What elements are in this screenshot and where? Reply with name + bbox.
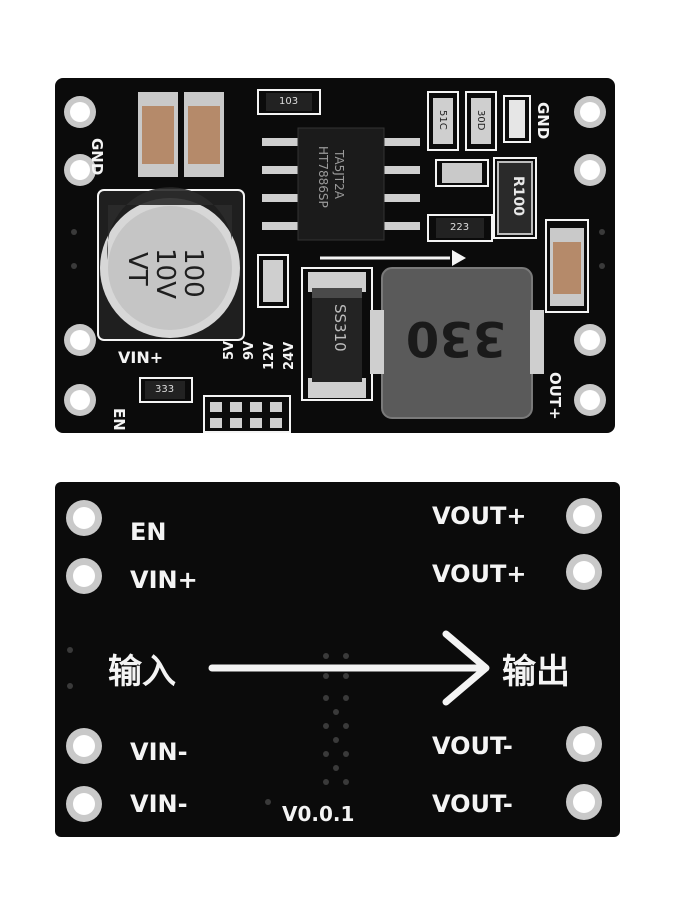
bottom-pcb-substrate: [55, 482, 620, 837]
capacitor-marking-line1: 100: [178, 248, 208, 298]
resistor-30d-outline: [465, 91, 497, 151]
top-label-out-plus: OUT+: [546, 372, 564, 420]
top-right-castellated-pads: [574, 96, 606, 416]
diode-ss310: [301, 267, 373, 401]
resistor-30d: [471, 98, 491, 144]
small-cap: [442, 163, 482, 183]
bottom-label-output: 输出: [502, 652, 570, 692]
bottom-label-vout-plus-1: VOUT+: [432, 502, 527, 530]
top-pcb-graphic: [55, 78, 615, 433]
inductor-marking: 330: [405, 310, 506, 366]
resistor-333-outline: [139, 377, 193, 403]
ic-chip: [262, 127, 420, 241]
ceramic-capacitor-pair: [138, 92, 224, 177]
resistor-103-code: 103: [279, 96, 299, 107]
shunt-r100-code: R100: [510, 176, 526, 217]
resistor-223-code: 223: [450, 222, 470, 233]
bottom-pcb-board: EN VIN+ VIN- VIN- VOUT+ VOUT+ VOUT- VOUT…: [0, 450, 675, 900]
top-left-castellated-pads: [64, 96, 96, 416]
top-label-gnd-left: GND: [88, 138, 106, 176]
bottom-label-vin-minus-1: VIN-: [130, 738, 188, 766]
bottom-right-castellated-pads: [566, 498, 602, 820]
jumper-label-5v: 5V: [222, 340, 237, 360]
bottom-vias: [67, 647, 349, 805]
resistor-223-outline: [427, 214, 493, 242]
ic-marking-line2: TA5JT2A: [332, 150, 346, 199]
bottom-label-version: V0.0.1: [282, 802, 355, 826]
bottom-left-castellated-pads: [66, 500, 102, 822]
resistor-223: [436, 218, 484, 238]
top-label-gnd-right: GND: [534, 102, 552, 140]
jumper-label-12v: 12V: [262, 341, 277, 370]
resistor-51c: [433, 98, 453, 144]
bottom-label-input: 输入: [108, 652, 176, 692]
resistor-30d-code: 30D: [475, 110, 486, 131]
led-outline: [503, 95, 531, 143]
top-pcb-board: GND GND VIN+ EN OUT+ 5V 9V 12V 24V 103 3…: [55, 78, 615, 433]
small-cap-2: [263, 260, 283, 302]
power-inductor: [370, 267, 544, 419]
bottom-label-vout-plus-2: VOUT+: [432, 560, 527, 588]
bottom-label-en: EN: [130, 518, 167, 546]
capacitor-marking-line3: VT: [122, 252, 152, 286]
top-flow-arrow-head: [452, 250, 466, 266]
bottom-label-vout-minus-2: VOUT-: [432, 790, 513, 818]
jumper-label-9v: 9V: [242, 340, 257, 360]
top-label-en: EN: [110, 408, 128, 431]
right-cap-outline: [545, 219, 589, 313]
diode-marking: SS310: [331, 304, 349, 352]
top-vias: [71, 229, 605, 269]
ic-marking-line1: HT7886SP: [316, 146, 330, 208]
top-label-vin-plus: VIN+: [118, 348, 164, 367]
voltage-jumper-pads: [203, 395, 291, 433]
jumper-label-24v: 24V: [282, 341, 297, 370]
bottom-flow-arrow-head: [442, 630, 490, 706]
bottom-label-vin-minus-2: VIN-: [130, 790, 188, 818]
bottom-label-vout-minus-1: VOUT-: [432, 732, 513, 760]
resistor-333-code: 333: [155, 384, 175, 395]
resistor-103: [266, 93, 312, 111]
shunt-r100-outline: [493, 157, 537, 239]
bottom-label-vin-plus: VIN+: [130, 566, 198, 594]
resistor-51c-code: 51C: [437, 110, 448, 130]
led: [509, 100, 525, 138]
electrolytic-capacitor: [97, 187, 245, 341]
resistor-51c-outline: [427, 91, 459, 151]
bottom-pcb-graphic: [55, 482, 620, 837]
resistor-333: [145, 381, 185, 399]
shunt-r100: [497, 161, 533, 235]
small-cap-2-outline: [257, 254, 289, 308]
small-cap-outline: [435, 159, 489, 187]
capacitor-marking-line2: 10V: [150, 248, 180, 299]
right-cap: [553, 242, 581, 294]
resistor-103-outline: [257, 89, 321, 115]
